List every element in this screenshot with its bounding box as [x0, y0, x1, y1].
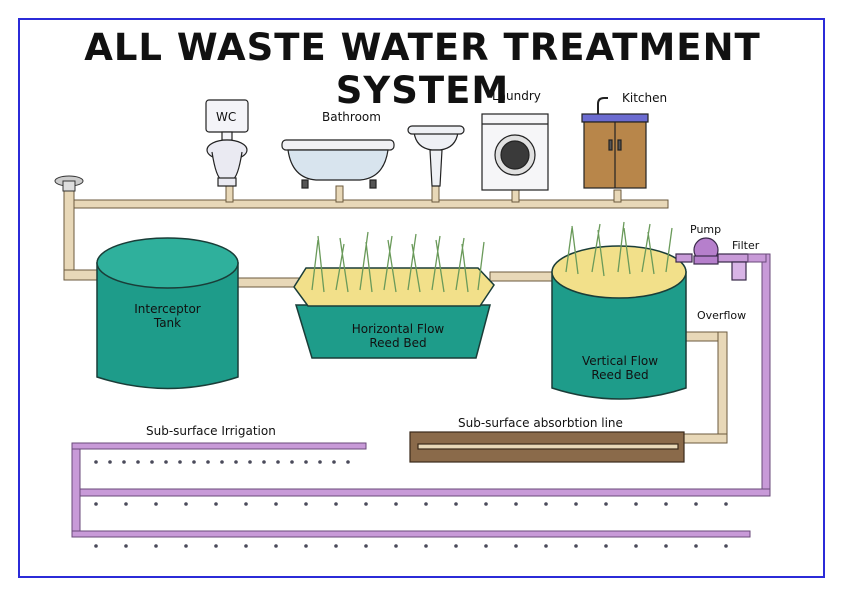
basin-icon — [407, 125, 465, 187]
bathtub-icon — [281, 139, 395, 189]
vertical-reeds — [565, 221, 673, 277]
diagram-border — [18, 18, 825, 578]
overflow-label: Overflow — [697, 309, 747, 322]
drip-emitters-row-1 — [94, 460, 350, 464]
filter-icon — [717, 253, 749, 281]
bathroom-label: Bathroom — [322, 110, 381, 124]
horizontal-reed-bed-shape — [293, 267, 495, 359]
laundry-label: Laundry — [492, 89, 541, 103]
vertical-reed-bed-label: Vertical Flow Reed Bed — [560, 354, 680, 382]
kitchen-label: Kitchen — [622, 91, 668, 105]
diagram-title: ALL WASTE WATER TREATMENT SYSTEM — [84, 26, 761, 112]
floor-drain-icon — [54, 175, 84, 192]
pump-label: Pump — [690, 223, 722, 236]
wc-label: WC — [216, 110, 237, 124]
filter-label: Filter — [732, 239, 760, 252]
horizontal-reeds — [311, 231, 485, 293]
vertical-reed-bed-label-line-2: Reed Bed — [591, 368, 649, 382]
horizontal-reed-bed-label-line-1: Horizontal Flow — [351, 322, 445, 336]
pump-icon — [675, 237, 719, 265]
absorption-line-label: Sub-surface absorbtion line — [458, 416, 623, 430]
absorption-trench — [409, 431, 685, 463]
horizontal-reed-bed-label-line-2: Reed Bed — [369, 336, 427, 350]
kitchen-cabinet-icon — [581, 97, 649, 189]
drip-emitters-row-3 — [94, 544, 728, 548]
interceptor-tank-label-line-1: Interceptor — [134, 302, 201, 316]
drip-emitters-row-2 — [94, 502, 728, 506]
vertical-reed-bed-label-line-1: Vertical Flow — [581, 354, 659, 368]
supply-pipes — [63, 183, 728, 444]
interceptor-tank-label-line-2: Tank — [153, 316, 182, 330]
interceptor-tank-shape — [96, 237, 239, 390]
wc-toilet-icon — [205, 99, 249, 187]
washing-machine-icon — [481, 113, 549, 191]
irrigation-pipe — [71, 253, 771, 538]
horizontal-reed-bed-label: Horizontal Flow Reed Bed — [318, 322, 478, 350]
irrigation-label: Sub-surface Irrigation — [146, 424, 276, 438]
interceptor-tank-label: Interceptor Tank — [110, 302, 225, 330]
